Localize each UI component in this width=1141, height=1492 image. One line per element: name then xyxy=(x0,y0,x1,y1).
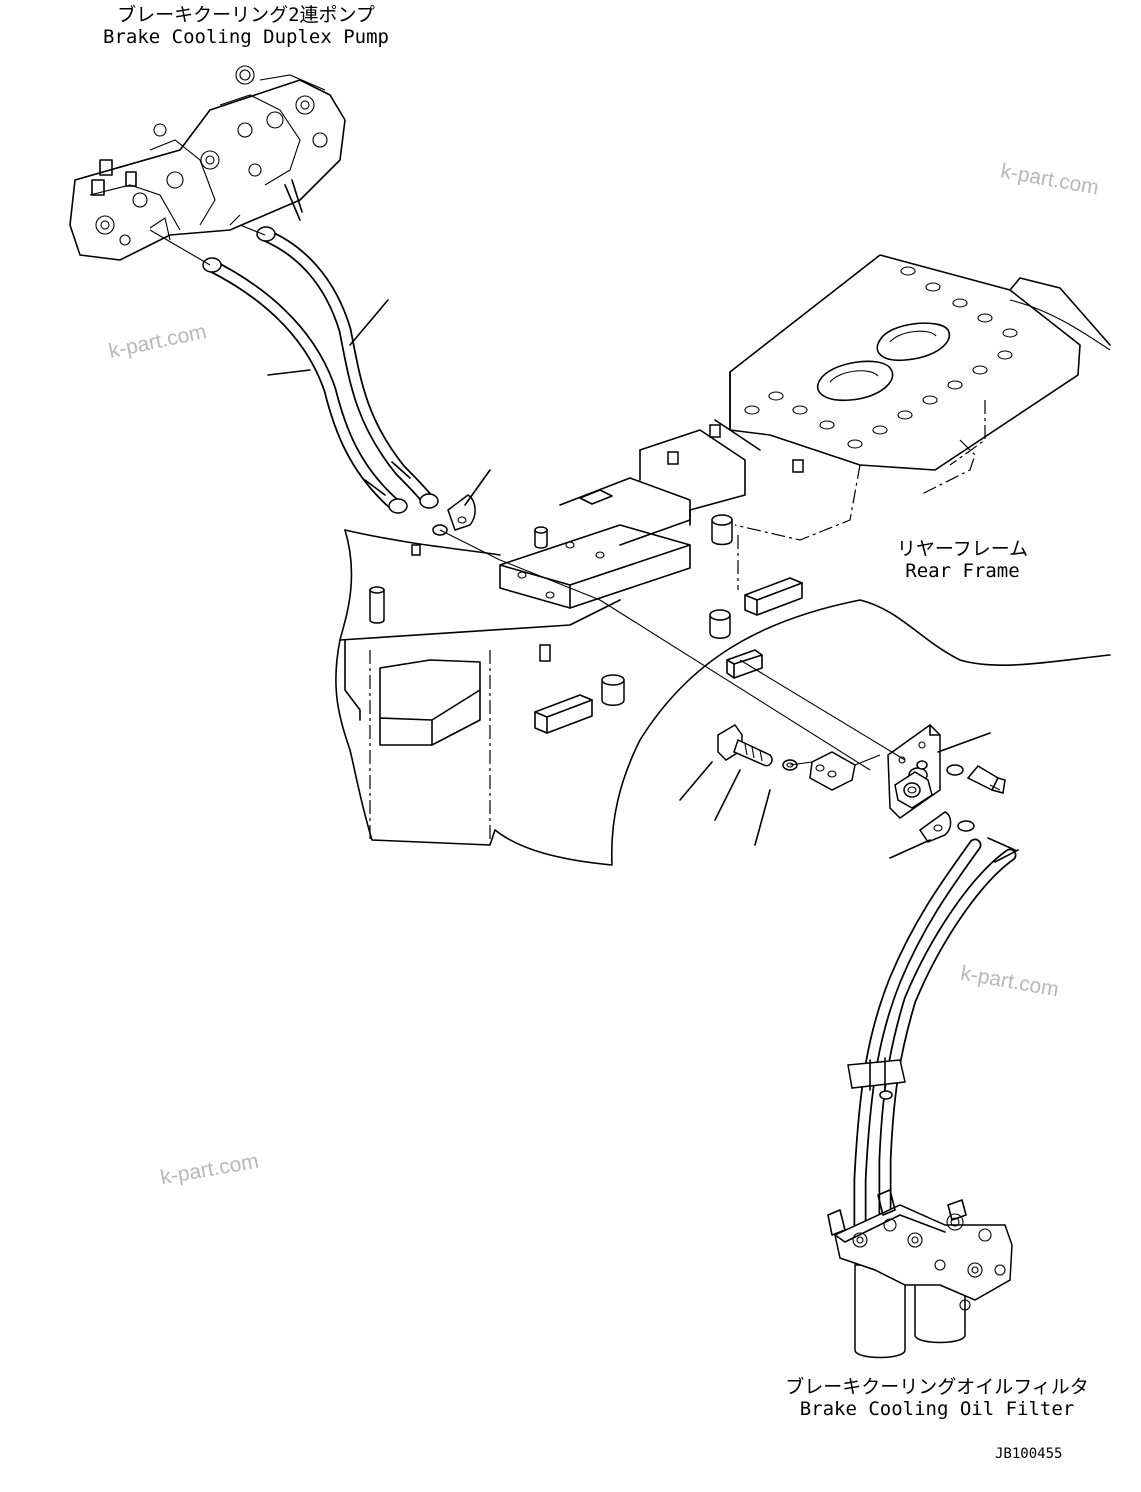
connector-plate xyxy=(887,724,1006,843)
oil-filter-label-en: Brake Cooling Oil Filter xyxy=(799,1398,1075,1420)
leader-lines xyxy=(267,299,991,859)
oil-filter-label-jp: ブレーキクーリングオイルフィルタ xyxy=(785,1376,1089,1398)
lower-hoses xyxy=(847,837,1019,1247)
duplex-pump-label-jp: ブレーキクーリング2連ポンプ xyxy=(117,4,375,26)
rear-frame-label-en: Rear Frame xyxy=(905,560,1020,582)
oil-filter-drawing xyxy=(827,1189,1013,1359)
drawing-code: JB100455 xyxy=(995,1446,1063,1462)
duplex-pump-label-en: Brake Cooling Duplex Pump xyxy=(103,26,389,48)
bolt-washer-clamp xyxy=(717,724,856,791)
assembly-lines xyxy=(149,224,1001,791)
rear-frame-label: リヤーフレーム Rear Frame xyxy=(890,538,1035,582)
upper-seals xyxy=(432,494,476,536)
duplex-pump-drawing xyxy=(69,65,346,261)
rear-frame-drawing xyxy=(335,254,1111,866)
upper-hoses xyxy=(202,226,439,514)
oil-filter-label: ブレーキクーリングオイルフィルタ Brake Cooling Oil Filte… xyxy=(782,1376,1092,1420)
rear-frame-label-jp: リヤーフレーム xyxy=(896,538,1029,560)
duplex-pump-label: ブレーキクーリング2連ポンプ Brake Cooling Duplex Pump xyxy=(96,4,396,48)
